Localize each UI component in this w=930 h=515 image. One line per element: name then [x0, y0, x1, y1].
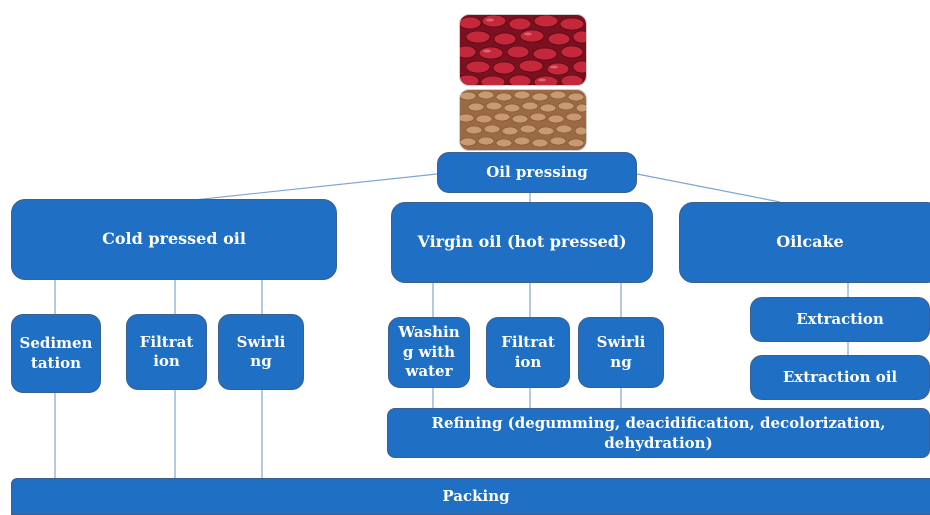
cold-sedimentation-box: Sedimen tation [11, 314, 101, 393]
packing-label: Packing [442, 486, 510, 505]
virgin-filtration-box: Filtrat ion [486, 317, 570, 388]
oil-pressing-label: Oil pressing [486, 162, 588, 181]
virgin-swirling-box: Swirli ng [578, 317, 664, 388]
virgin-washing-label: Washin g with water [398, 323, 460, 381]
refining-label: Refining (degumming, deacidification, de… [431, 413, 886, 452]
cold-filtration-box: Filtrat ion [126, 314, 207, 390]
cold-pressed-oil-box: Cold pressed oil [11, 199, 337, 280]
extraction-box: Extraction [750, 297, 930, 342]
cold-sedimentation-label: Sedimen tation [19, 334, 93, 372]
line-press-to-cold [174, 173, 438, 203]
packing-box: Packing [11, 478, 930, 515]
cold-swirling-label: Swirli ng [236, 332, 286, 371]
extraction-label: Extraction [796, 309, 884, 328]
cold-pressed-oil-label: Cold pressed oil [102, 229, 246, 249]
virgin-swirling-label: Swirli ng [596, 333, 646, 371]
almond-seeds-photo [459, 89, 587, 151]
virgin-filtration-label: Filtrat ion [501, 333, 555, 371]
refining-box: Refining (degumming, deacidification, de… [387, 408, 930, 458]
oil-pressing-box: Oil pressing [437, 152, 637, 193]
virgin-oil-box: Virgin oil (hot pressed) [391, 202, 653, 283]
extraction-oil-label: Extraction oil [782, 367, 898, 386]
red-seeds-photo [459, 14, 587, 86]
cold-swirling-box: Swirli ng [218, 314, 304, 390]
cold-filtration-label: Filtrat ion [139, 332, 194, 371]
oilcake-box: Oilcake [679, 202, 930, 283]
virgin-washing-box: Washin g with water [388, 317, 470, 388]
extraction-oil-box: Extraction oil [750, 355, 930, 400]
virgin-oil-label: Virgin oil (hot pressed) [417, 232, 627, 252]
oilcake-label: Oilcake [776, 232, 844, 252]
line-press-to-oilcake [636, 173, 781, 203]
